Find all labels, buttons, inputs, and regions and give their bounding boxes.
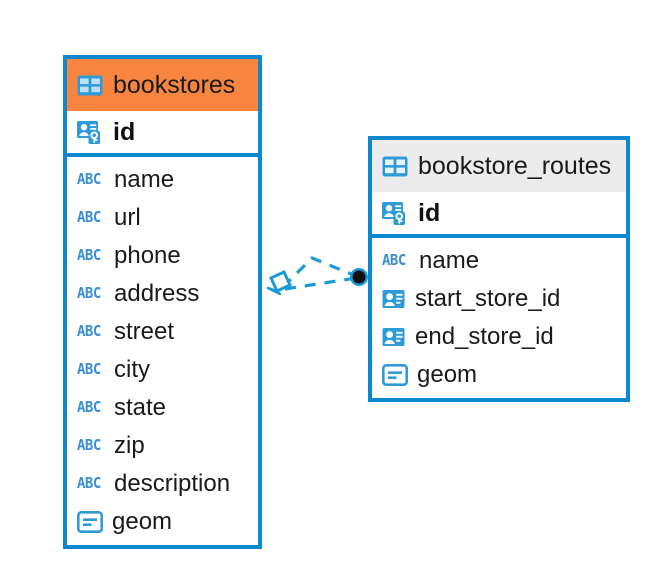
field-row[interactable]: geom [372, 356, 626, 394]
field-label: address [114, 280, 200, 307]
primary-key-icon [77, 120, 104, 145]
entity-header: bookstores [67, 59, 258, 111]
field-list: ABC name ABC url ABC phone ABC address A… [67, 157, 258, 545]
abc-icon: ABC [77, 475, 101, 493]
abc-icon: ABC [77, 437, 101, 455]
field-row[interactable]: ABC address [67, 275, 258, 313]
geometry-icon [77, 511, 103, 533]
field-label: geom [112, 508, 173, 535]
primary-key-label: id [418, 198, 441, 227]
field-label: street [114, 318, 175, 345]
abc-icon: ABC [77, 209, 101, 227]
field-row[interactable]: ABC url [67, 199, 258, 237]
abc-icon: ABC [77, 285, 101, 303]
relationship-edge-lower [284, 276, 357, 291]
primary-key-row[interactable]: id [372, 192, 626, 238]
abc-icon: ABC [77, 247, 101, 265]
diamond-marker [266, 270, 292, 296]
entity-header: bookstore_routes [372, 140, 626, 192]
field-row[interactable]: start_store_id [372, 280, 626, 318]
entity-table-bookstore-routes[interactable]: bookstore_routes id ABC [368, 136, 630, 402]
field-label: geom [417, 361, 478, 388]
field-row[interactable]: ABC name [67, 161, 258, 199]
primary-key-icon [382, 201, 409, 226]
field-row[interactable]: ABC zip [67, 427, 258, 465]
field-list: ABC name start_store_id [372, 238, 626, 398]
field-row[interactable]: ABC description [67, 465, 258, 503]
field-label: url [114, 204, 141, 231]
field-row[interactable]: ABC state [67, 389, 258, 427]
field-row[interactable]: ABC phone [67, 237, 258, 275]
abc-icon: ABC [77, 323, 101, 341]
table-icon [77, 75, 103, 96]
foreign-key-icon [382, 327, 406, 348]
field-label: end_store_id [415, 323, 554, 350]
field-row[interactable]: end_store_id [372, 318, 626, 356]
field-label: name [419, 247, 480, 274]
field-label: description [114, 470, 231, 497]
geometry-icon [382, 364, 408, 386]
primary-key-label: id [113, 117, 136, 146]
entity-title: bookstore_routes [418, 151, 612, 180]
table-icon [382, 156, 408, 177]
field-label: name [114, 166, 175, 193]
abc-icon: ABC [77, 171, 101, 189]
abc-icon: ABC [382, 252, 406, 270]
field-label: phone [114, 242, 181, 269]
foreign-key-icon [382, 289, 406, 310]
field-label: zip [114, 432, 145, 459]
field-row[interactable]: ABC name [372, 242, 626, 280]
relationship-edge-upper [281, 256, 357, 289]
field-label: city [114, 356, 150, 383]
field-label: start_store_id [415, 285, 561, 312]
abc-icon: ABC [77, 361, 101, 379]
field-row[interactable]: ABC city [67, 351, 258, 389]
circle-marker [350, 268, 368, 286]
field-label: state [114, 394, 167, 421]
field-row[interactable]: geom [67, 503, 258, 541]
entity-table-bookstores[interactable]: bookstores id ABC [63, 55, 262, 549]
entity-title: bookstores [113, 70, 236, 99]
primary-key-row[interactable]: id [67, 111, 258, 157]
field-row[interactable]: ABC street [67, 313, 258, 351]
abc-icon: ABC [77, 399, 101, 417]
